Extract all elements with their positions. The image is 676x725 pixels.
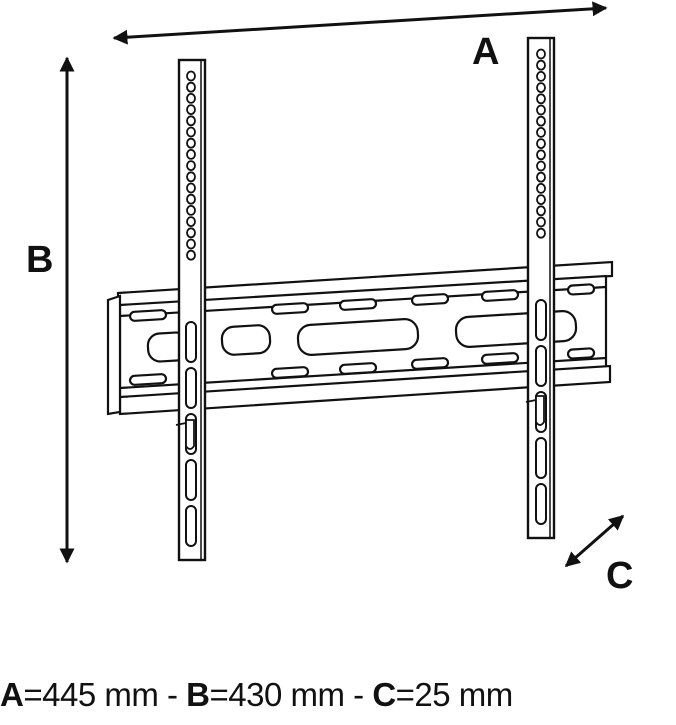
- mounting-hole: [186, 160, 196, 172]
- mounting-hole: [186, 249, 196, 261]
- dimensions-caption: A=445 mm - B=430 mm - C=25 mm: [0, 676, 676, 720]
- caption-a-key: A: [0, 676, 24, 713]
- dimension-b-label: B: [26, 239, 53, 281]
- mounting-hole: [186, 193, 196, 205]
- mounting-hole: [536, 194, 546, 206]
- mounting-hole: [536, 59, 546, 71]
- mounting-hole: [536, 216, 546, 228]
- caption-b-key: B: [186, 676, 210, 713]
- mounting-hole: [186, 70, 196, 82]
- mounting-hole: [536, 82, 546, 93]
- mounting-hole: [186, 148, 196, 160]
- caption-separator-2: -: [344, 676, 373, 713]
- mounting-hole: [536, 149, 546, 161]
- mounting-hole: [186, 227, 196, 239]
- caption-separator-1: -: [158, 676, 187, 713]
- mounting-hole: [186, 126, 196, 138]
- mounting-hole: [536, 227, 546, 239]
- mounting-hole: [186, 182, 196, 194]
- caption-b-value: =430 mm: [209, 676, 345, 713]
- mounting-hole: [536, 93, 546, 105]
- mounting-hole: [186, 216, 196, 228]
- left-mounting-arm: [175, 58, 207, 562]
- caption-c-value: =25 mm: [395, 676, 514, 713]
- caption-a-value: =445 mm: [23, 676, 159, 713]
- mounting-hole: [536, 171, 546, 183]
- mounting-hole: [536, 182, 546, 194]
- mounting-hole: [536, 138, 546, 150]
- mounting-hole: [536, 115, 546, 127]
- mounting-hole: [536, 104, 546, 116]
- right-mounting-arm: [525, 36, 556, 540]
- mounting-hole: [186, 93, 196, 104]
- caption-c-key: C: [372, 676, 396, 713]
- mounting-hole: [186, 171, 196, 183]
- dimension-a-label: A: [472, 31, 499, 73]
- mounting-hole: [186, 81, 196, 93]
- mounting-hole: [186, 115, 196, 127]
- mounting-hole: [186, 238, 196, 250]
- mounting-hole: [536, 205, 546, 217]
- mounting-hole: [186, 137, 196, 149]
- mounting-hole: [536, 126, 546, 138]
- mounting-hole: [536, 48, 546, 60]
- dimension-a-arrow: [112, 1, 608, 45]
- dimension-c-label: C: [606, 555, 633, 597]
- mounting-hole: [186, 104, 196, 115]
- mounting-hole: [536, 71, 546, 82]
- dimension-c-arrow: [564, 514, 625, 568]
- mounting-hole: [186, 204, 196, 216]
- mounting-hole: [536, 160, 546, 172]
